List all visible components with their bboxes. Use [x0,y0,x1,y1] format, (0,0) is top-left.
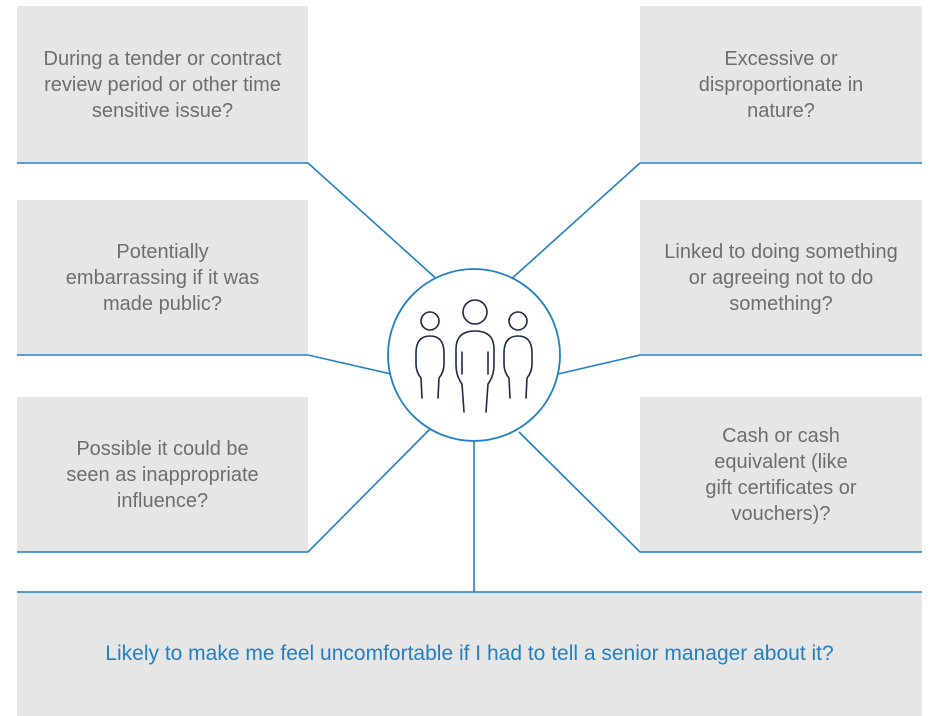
person-body-left [415,335,445,399]
question-text-excessive: Excessive or disproportionate in nature? [698,47,864,122]
question-box-uncomfortable: Likely to make me feel uncomfortable if … [17,592,922,716]
person-head-right [508,311,528,331]
center-circle [387,268,561,442]
group-of-people-icon [387,268,561,442]
question-text-uncomfortable: Likely to make me feel uncomfortable if … [105,642,834,665]
question-box-inappropriate-influence: Possible it could be seen as inappropria… [17,397,308,552]
question-box-tender-period: During a tender or contract review perio… [17,6,308,163]
question-box-excessive: Excessive or disproportionate in nature? [640,6,922,163]
person-head-center [462,299,488,325]
question-text-embarrassing: Potentially embarrassing if it was made … [65,240,260,315]
person-head-left [420,311,440,331]
question-box-linked-to-doing: Linked to doing something or agreeing no… [640,200,922,355]
person-body-center [455,330,495,413]
question-text-cash-equivalent: Cash or cash equivalent (like gift certi… [705,424,857,525]
question-text-tender-period: During a tender or contract review perio… [43,47,282,122]
question-box-cash-equivalent: Cash or cash equivalent (like gift certi… [640,397,922,552]
question-text-linked-to-doing: Linked to doing something or agreeing no… [664,240,898,315]
person-body-right [503,335,533,399]
question-box-embarrassing: Potentially embarrassing if it was made … [17,200,308,355]
connector-middle-left [17,354,392,375]
connector-middle-right [557,354,922,375]
question-text-inappropriate-influence: Possible it could be seen as inappropria… [66,437,259,512]
